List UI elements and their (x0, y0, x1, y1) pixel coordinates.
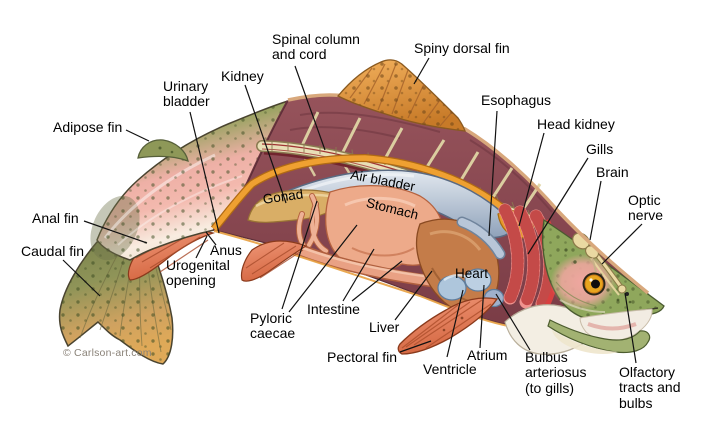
leader-kidney (244, 84, 287, 204)
pelvic-fin (240, 240, 308, 282)
leader-ventricle (446, 289, 464, 358)
leader-liver (394, 270, 433, 321)
leader-spinal-column (294, 65, 326, 151)
leader-adipose-fin (125, 129, 150, 142)
leader-esophagus (488, 110, 498, 237)
leader-intestine-1 (342, 248, 375, 302)
leader-anal-fin (83, 220, 148, 244)
esophagus (456, 216, 506, 260)
spiny-dorsal-fin (336, 59, 466, 132)
adipose-fin (137, 139, 189, 163)
leader-urinary-bladder (189, 111, 220, 234)
leader-pyloric-caecae-1 (281, 200, 318, 310)
leader-urogenital-opening (195, 235, 208, 259)
leader-brain (589, 180, 602, 241)
leader-bulbus (495, 293, 531, 351)
olfactory-bulb (617, 284, 627, 294)
leader-lines (62, 57, 643, 364)
optic-nerve-strand (591, 257, 597, 273)
leader-spiny-dorsal-fin (413, 57, 430, 85)
leader-pectoral-fin (399, 340, 432, 353)
leader-anus (205, 231, 217, 246)
leader-pyloric-caecae-2 (288, 224, 358, 313)
leader-atrium (479, 284, 485, 349)
leader-caudal-fin (62, 259, 101, 297)
leader-gills (527, 157, 589, 255)
eye (582, 272, 606, 296)
leader-head-kidney (518, 132, 545, 227)
leader-olfactory (624, 292, 637, 364)
stomach (325, 184, 445, 272)
leader-intestine-2 (351, 260, 403, 302)
belly-cut-edge (213, 230, 531, 330)
nostril (625, 292, 629, 296)
pectoral-fin (397, 297, 499, 355)
leader-optic-nerve (601, 223, 643, 265)
head (541, 218, 665, 354)
